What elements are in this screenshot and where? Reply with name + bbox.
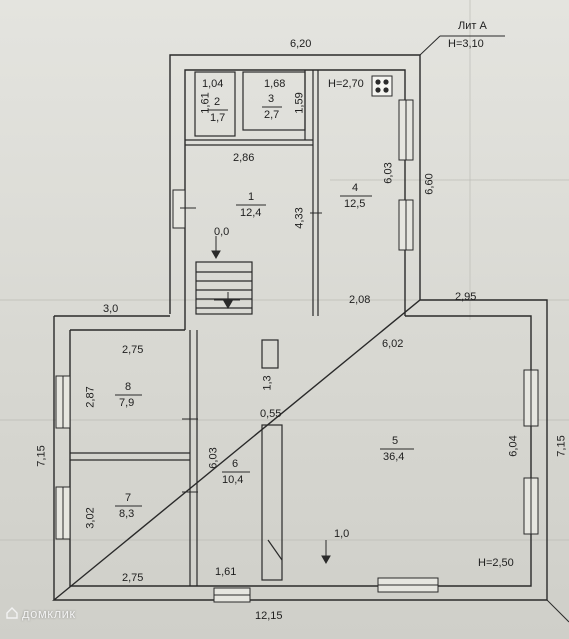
room1-area: 12,4 (240, 207, 262, 219)
watermark-text: домклик (22, 606, 76, 621)
dim-room6-width: 1,61 (215, 566, 237, 578)
area-fraction-lines (115, 106, 414, 507)
dim-room2-width: 1,04 (202, 78, 224, 90)
dim-room8-width: 2,75 (122, 344, 144, 356)
building-letter: Лит А (458, 20, 487, 32)
room5-ceiling-height: H=2,50 (478, 557, 514, 569)
dim-room7-width: 2,75 (122, 572, 144, 584)
dim-room5-height: 6,04 (507, 435, 520, 457)
room3-area: 2,7 (264, 109, 280, 121)
room1-number: 1 (248, 191, 255, 203)
header-leader (419, 35, 569, 623)
room7-number: 7 (125, 492, 132, 504)
watermark: домклик (6, 606, 76, 621)
room4-number: 4 (352, 182, 359, 194)
dim-upper-right: 6,60 (423, 173, 436, 195)
dim-left-step: 3,0 (103, 303, 119, 315)
dim-room4-length: 6,03 (382, 162, 395, 184)
dim-top: 6,20 (290, 38, 312, 50)
stove-icon (371, 75, 393, 97)
room6-area: 10,4 (222, 474, 244, 486)
dim-bottom: 12,15 (255, 610, 283, 622)
dim-corridor-gap: 0,55 (260, 408, 282, 420)
room2-area: 1,7 (210, 112, 226, 124)
room2-number: 2 (214, 96, 221, 108)
dim-room3-width: 1,68 (264, 78, 286, 90)
dim-left-side: 7,15 (35, 445, 48, 467)
dim-room6-length: 6,03 (207, 447, 220, 469)
dim-room1-length: 4,33 (293, 207, 306, 229)
floor-level-lower: 1,0 (334, 528, 350, 540)
room8-area: 7,9 (119, 397, 135, 409)
building-height: H=3,10 (448, 38, 484, 50)
dim-right-step: 2,95 (455, 291, 477, 303)
level-arrows (211, 236, 331, 565)
windows (55, 99, 539, 603)
dim-room4-bottom: 2,08 (349, 294, 371, 306)
dim-room7-height: 3,02 (84, 507, 97, 529)
room5-area: 36,4 (383, 451, 405, 463)
dim-room5-width: 6,02 (382, 338, 404, 350)
room4-ceiling-height: H=2,70 (328, 78, 364, 90)
floor-level-upper: 0,0 (214, 226, 230, 238)
dim-room1-width: 2,86 (233, 152, 255, 164)
dim-right-side: 7,15 (555, 435, 568, 457)
room3-number: 3 (268, 93, 275, 105)
room6-number: 6 (232, 458, 239, 470)
dim-room8-height: 2,87 (84, 386, 97, 408)
door-marks (180, 207, 322, 493)
house-logo-icon (6, 607, 18, 619)
room4-area: 12,5 (344, 198, 366, 210)
room7-area: 8,3 (119, 508, 135, 520)
dim-room3-height: 1,59 (293, 92, 306, 114)
interior-walls (70, 70, 319, 586)
dim-corridor-width: 1,3 (261, 375, 274, 391)
room8-number: 8 (125, 381, 132, 393)
room5-number: 5 (392, 435, 399, 447)
dim-room2-height: 1,61 (199, 92, 212, 114)
